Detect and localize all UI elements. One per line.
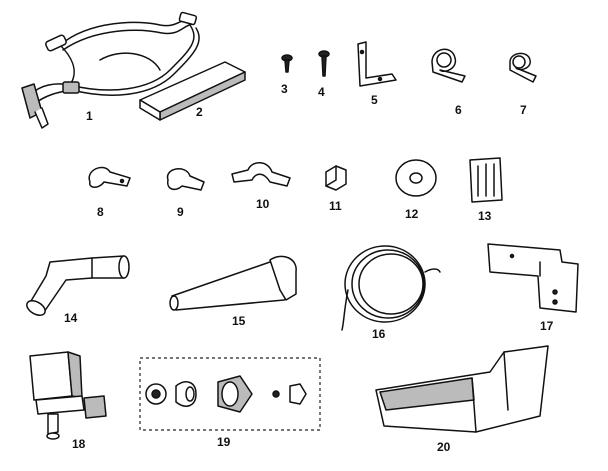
part-number-label: 13 xyxy=(478,209,492,223)
elbow-tube[interactable] xyxy=(24,255,130,318)
mounting-bracket[interactable] xyxy=(487,243,579,313)
part-number-label: 1 xyxy=(86,109,93,123)
part-number-label: 5 xyxy=(371,93,378,107)
clip[interactable] xyxy=(88,166,131,188)
fill-tube[interactable] xyxy=(169,255,297,311)
p-clip[interactable] xyxy=(166,168,205,191)
part-number-label: 3 xyxy=(281,82,288,96)
part-number-label: 16 xyxy=(372,327,386,341)
part-number-label: 10 xyxy=(256,197,270,211)
water-valve[interactable] xyxy=(29,351,107,440)
part-number-label: 18 xyxy=(72,437,86,451)
part-number-label: 8 xyxy=(97,205,104,219)
strap-clamp[interactable] xyxy=(231,162,291,187)
part-number-label: 2 xyxy=(196,105,203,119)
part-number-label: 9 xyxy=(177,205,184,219)
channel-strip[interactable] xyxy=(139,61,246,121)
small-clamp[interactable] xyxy=(509,52,537,83)
part-number-label: 12 xyxy=(405,207,419,221)
part-number-label: 15 xyxy=(232,314,246,328)
fittings-kit[interactable] xyxy=(145,375,307,413)
terminal-block[interactable] xyxy=(469,157,503,203)
wire-harness[interactable] xyxy=(21,11,200,129)
part-number-label: 11 xyxy=(329,199,342,213)
hex-nut[interactable] xyxy=(325,165,347,191)
part-number-label: 19 xyxy=(217,435,231,449)
coiled-tubing[interactable] xyxy=(341,245,441,331)
grommet[interactable] xyxy=(395,159,437,197)
cable-clamp[interactable] xyxy=(431,48,466,83)
screw[interactable] xyxy=(281,54,293,73)
long-screw[interactable] xyxy=(318,50,330,77)
angle-bracket[interactable] xyxy=(357,41,397,87)
fittings-kit-border xyxy=(139,357,321,431)
part-number-label: 17 xyxy=(540,319,554,333)
part-number-label: 20 xyxy=(437,440,451,454)
part-number-label: 6 xyxy=(455,103,462,117)
ice-tray-bin[interactable] xyxy=(375,345,549,433)
part-number-label: 4 xyxy=(318,85,325,99)
part-number-label: 14 xyxy=(64,311,78,325)
part-number-label: 7 xyxy=(520,103,527,117)
